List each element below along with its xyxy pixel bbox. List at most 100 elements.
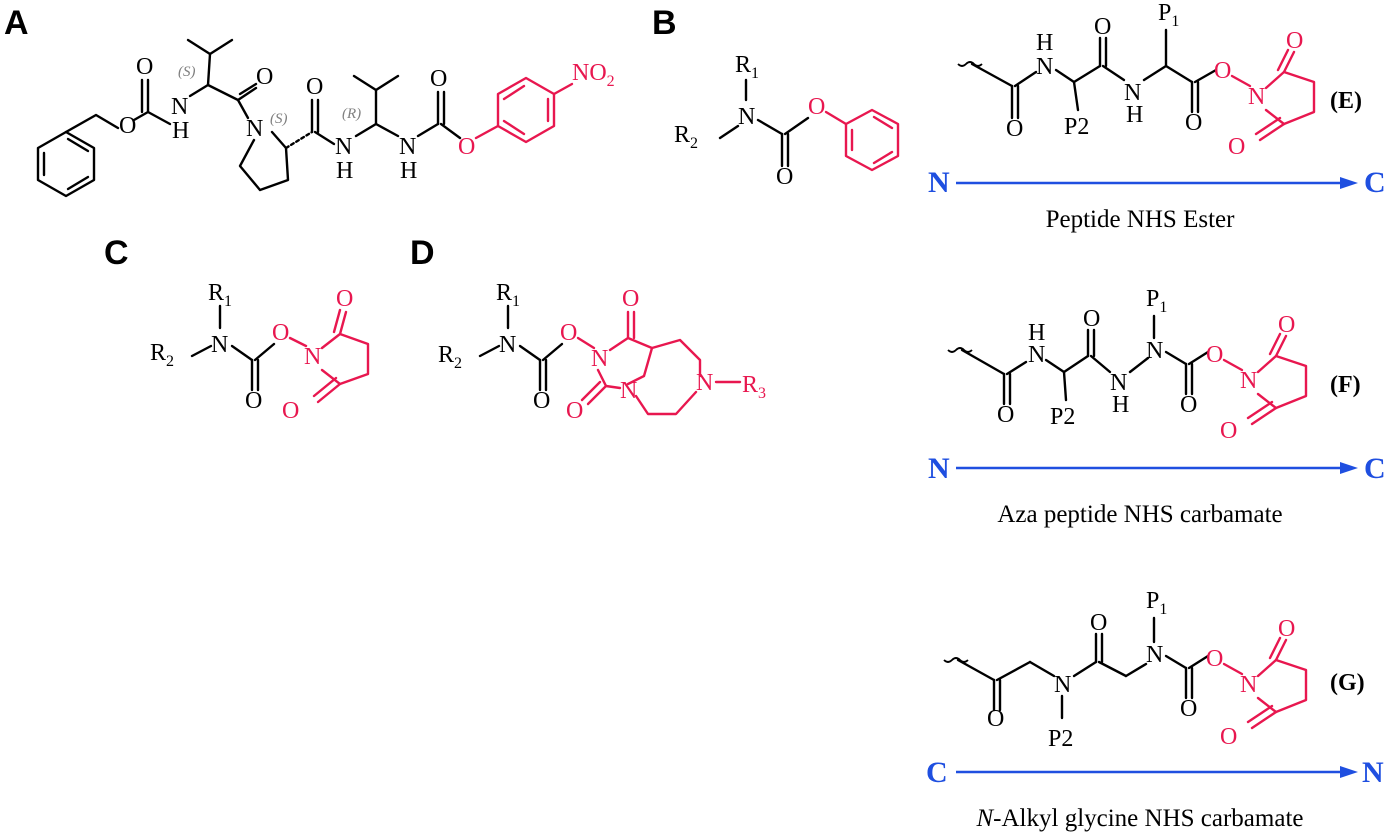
atom-n: N xyxy=(1146,338,1163,364)
phenyl-ring xyxy=(844,108,900,172)
atom-n: N xyxy=(1124,80,1141,106)
atom-o: O xyxy=(808,94,825,120)
succinimide-ring xyxy=(320,332,370,386)
atom-o: O xyxy=(1220,724,1237,750)
panel-label-e: (E) xyxy=(1330,88,1362,114)
atom-o: O xyxy=(533,388,550,414)
terminus-end: C xyxy=(1364,166,1386,199)
atom-n: N xyxy=(211,332,228,358)
chain-continuation-wavy xyxy=(947,347,973,353)
atom-o: O xyxy=(119,113,136,139)
atom-h: H xyxy=(172,118,189,144)
atom-h: H xyxy=(1028,320,1045,346)
atom-n: N xyxy=(1146,642,1163,668)
nhs-ring xyxy=(1256,354,1308,410)
atom-n: N xyxy=(620,378,637,404)
terminus-end: C xyxy=(1364,452,1386,485)
atom-o: O xyxy=(1278,616,1295,642)
atom-o: O xyxy=(1185,110,1202,136)
panel-label-b: B xyxy=(652,4,677,42)
atom-o: O xyxy=(1083,306,1100,332)
benzyl-ring xyxy=(36,130,96,198)
atom-o: O xyxy=(560,320,577,346)
atom-n: N xyxy=(696,370,713,396)
stereo-label-r: (R) xyxy=(342,106,361,122)
panel-d-structure: D R1 N R2 O O N O N O N R3 xyxy=(410,234,766,424)
nhs-ring xyxy=(1256,658,1308,714)
atom-o: O xyxy=(1206,342,1223,368)
stereo-label-s: (S) xyxy=(178,64,196,80)
atom-n: N xyxy=(335,134,352,160)
atom-n: N xyxy=(246,116,263,142)
atom-o: O xyxy=(566,398,583,424)
atom-o: O xyxy=(1278,312,1295,338)
proline-ring xyxy=(238,130,290,192)
panel-f-structure: O H N P2 O N H N P1 O O N O O (F) N xyxy=(928,286,1386,528)
side-chain-p1: P1 xyxy=(1158,0,1179,30)
terminus-start: N xyxy=(928,452,950,485)
panel-label-c: C xyxy=(104,234,129,272)
side-chain-p2: P2 xyxy=(1050,404,1075,430)
panel-label-a: A xyxy=(4,4,29,42)
atom-n: N xyxy=(1240,672,1257,698)
chain-continuation-wavy xyxy=(943,657,969,663)
atom-n: N xyxy=(591,346,608,372)
atom-n: N xyxy=(304,344,321,370)
atom-o: O xyxy=(245,388,262,414)
atom-o: O xyxy=(256,64,273,90)
atom-h: H xyxy=(400,158,417,184)
atom-h: H xyxy=(1112,392,1129,418)
substituent-r3: R3 xyxy=(742,372,766,402)
atom-o: O xyxy=(1214,58,1231,84)
panel-c-structure: C R1 N R2 O O N O O xyxy=(104,234,370,424)
side-chain-p1: P1 xyxy=(1146,286,1167,316)
piperazine-ring xyxy=(650,338,702,378)
substituent-r2: R2 xyxy=(438,342,462,372)
atom-o: O xyxy=(776,164,793,190)
atom-h: H xyxy=(1036,30,1053,56)
panel-label-f: (F) xyxy=(1330,372,1361,398)
side-chain-p2: P2 xyxy=(1064,114,1089,140)
atom-o: O xyxy=(430,66,447,92)
panel-g-structure: O N P2 O N P1 O O N O O (G) C N N-Alky xyxy=(926,588,1384,832)
terminus-start: C xyxy=(926,756,948,789)
panel-e-structure: O H N P2 O N H P1 O O N O O (E) N xyxy=(928,0,1386,233)
atom-o: O xyxy=(1228,134,1245,160)
side-chain-p2: P2 xyxy=(1048,726,1073,752)
atom-n: N xyxy=(738,104,755,130)
atom-o: O xyxy=(997,402,1014,428)
panel-a-structure: A O O N H (S) O N (S) O N H xyxy=(4,4,615,198)
atom-n: N xyxy=(1110,370,1127,396)
substituent-r2: R2 xyxy=(674,122,698,152)
panel-label-d: D xyxy=(410,234,435,272)
nhs-ring xyxy=(1264,70,1316,126)
atom-n: N xyxy=(1248,84,1265,110)
atom-o: O xyxy=(1094,14,1111,40)
side-chain-p1: P1 xyxy=(1146,588,1167,618)
stereo-label-s: (S) xyxy=(270,111,288,127)
atom-o: O xyxy=(1180,696,1197,722)
caption-e: Peptide NHS Ester xyxy=(1046,206,1236,233)
chain-continuation-wavy xyxy=(957,61,983,67)
atom-o: O xyxy=(1180,392,1197,418)
atom-n: N xyxy=(1054,672,1071,698)
panel-b-structure: B R1 N R2 O O xyxy=(652,4,900,190)
atom-h: H xyxy=(1126,102,1143,128)
terminus-start: N xyxy=(928,166,950,199)
atom-o: O xyxy=(336,286,353,312)
atom-n: N xyxy=(399,134,416,160)
atom-o: O xyxy=(1220,418,1237,444)
atom-o: O xyxy=(622,286,639,312)
atom-o: O xyxy=(282,398,299,424)
substituent-r1: R1 xyxy=(208,280,232,310)
substituent-r2: R2 xyxy=(150,340,174,370)
terminus-end: N xyxy=(1362,756,1384,789)
nitrophenyl-ring xyxy=(496,76,556,144)
atom-o: O xyxy=(306,74,323,100)
atom-o: O xyxy=(1006,116,1023,142)
caption-f: Aza peptide NHS carbamate xyxy=(997,501,1282,528)
atom-n: N xyxy=(171,94,188,120)
atom-o: O xyxy=(1090,610,1107,636)
atom-h: H xyxy=(336,158,353,184)
